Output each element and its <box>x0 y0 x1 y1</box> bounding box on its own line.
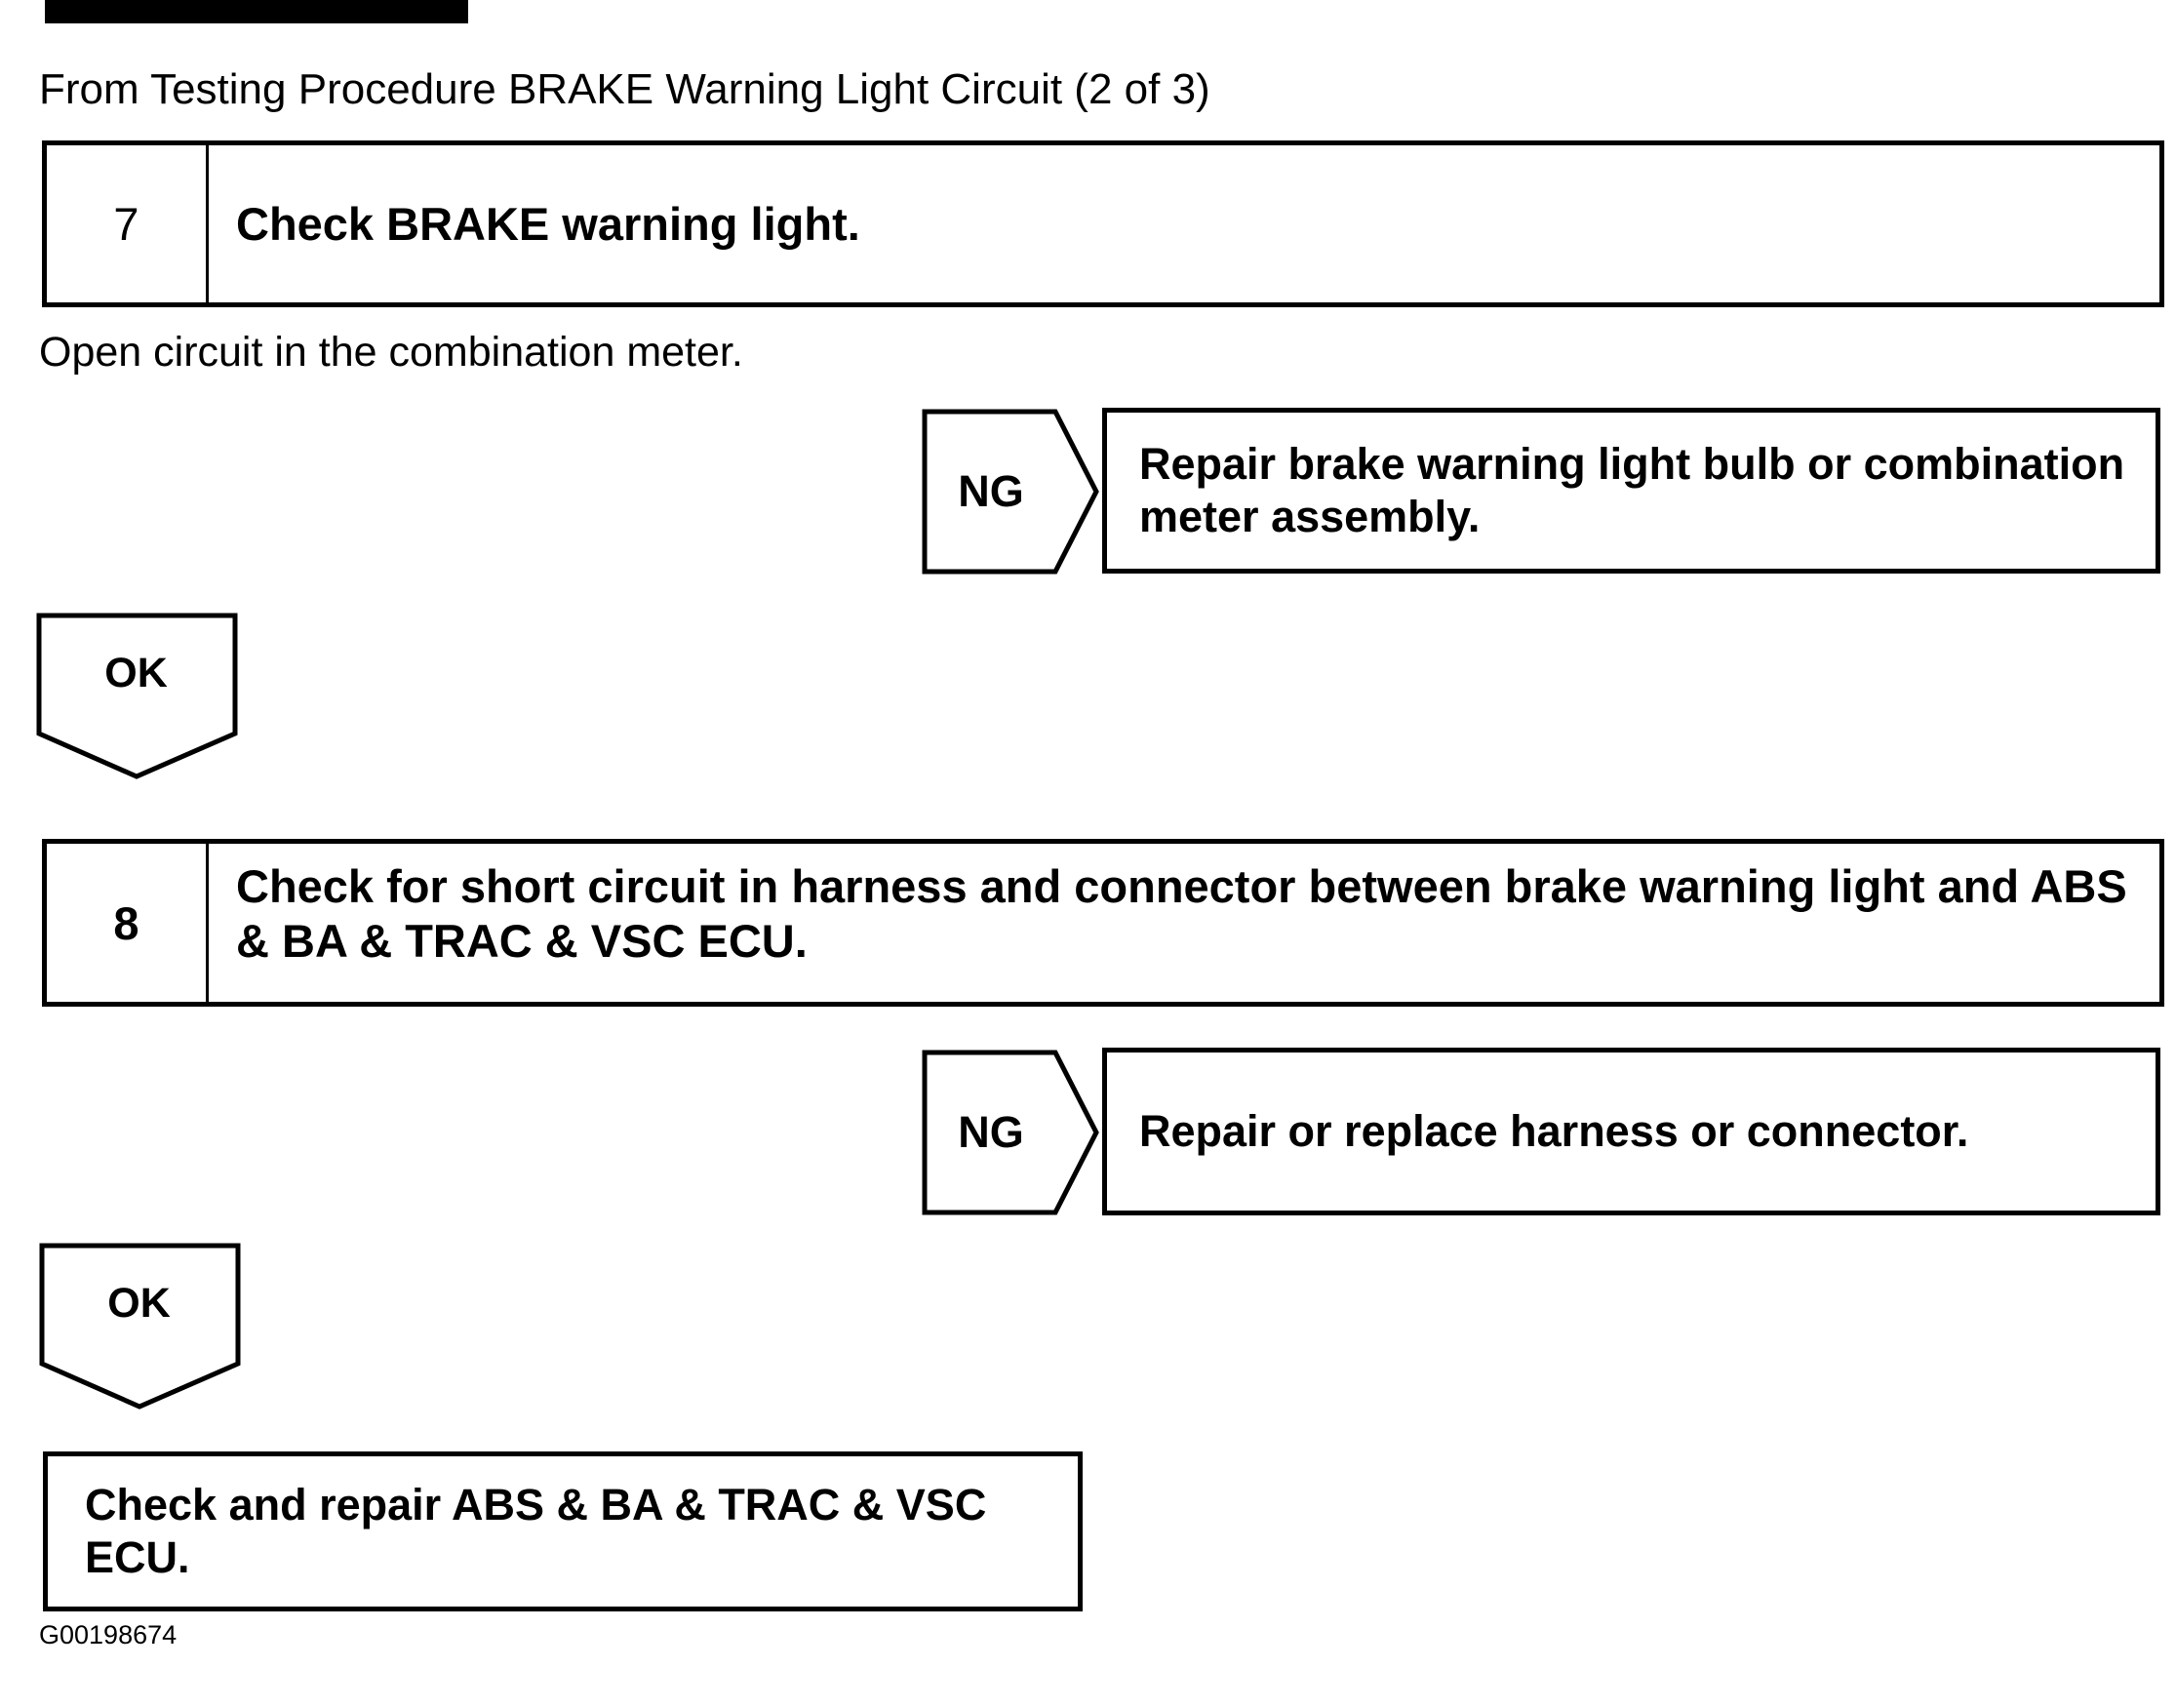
ng-arrow-1: NG <box>922 409 1099 575</box>
ng-result-box-1: Repair brake warning light bulb or combi… <box>1102 408 2160 574</box>
ng-label-2: NG <box>958 1107 1024 1157</box>
ng-pentagon-shape <box>922 409 1099 575</box>
step-8-box: 8 Check for short circuit in harness and… <box>42 839 2164 1007</box>
step-7-number: 7 <box>113 198 139 250</box>
step-8-number: 8 <box>113 896 139 949</box>
ng-arrow-2: NG <box>922 1050 1099 1215</box>
ok-banner-1: OK <box>36 613 238 780</box>
ok-pentagon-shape <box>36 613 238 779</box>
final-action-box: Check and repair ABS & BA & TRAC & VSC E… <box>43 1451 1083 1611</box>
step-8-instruction: Check for short circuit in harness and c… <box>236 860 2127 967</box>
top-scan-bar <box>45 0 468 23</box>
figure-id: G00198674 <box>39 1620 178 1649</box>
step-7-box: 7 Check BRAKE warning light. <box>42 140 2164 307</box>
ok-pentagon-shape <box>39 1243 241 1410</box>
ok-label-2: OK <box>107 1279 171 1327</box>
ng-result-box-2: Repair or replace harness or connector. <box>1102 1048 2160 1215</box>
page-title: From Testing Procedure BRAKE Warning Lig… <box>39 65 1210 113</box>
ng-label-1: NG <box>958 466 1024 516</box>
step-7-instruction: Check BRAKE warning light. <box>236 197 860 250</box>
step-8-number-cell: 8 <box>47 844 209 1002</box>
ok-banner-2: OK <box>39 1243 241 1410</box>
ok-label-1: OK <box>104 649 168 696</box>
step-7-note: Open circuit in the combination meter. <box>39 329 743 376</box>
step-7-number-cell: 7 <box>47 145 209 302</box>
ng-pentagon-shape <box>922 1050 1099 1215</box>
